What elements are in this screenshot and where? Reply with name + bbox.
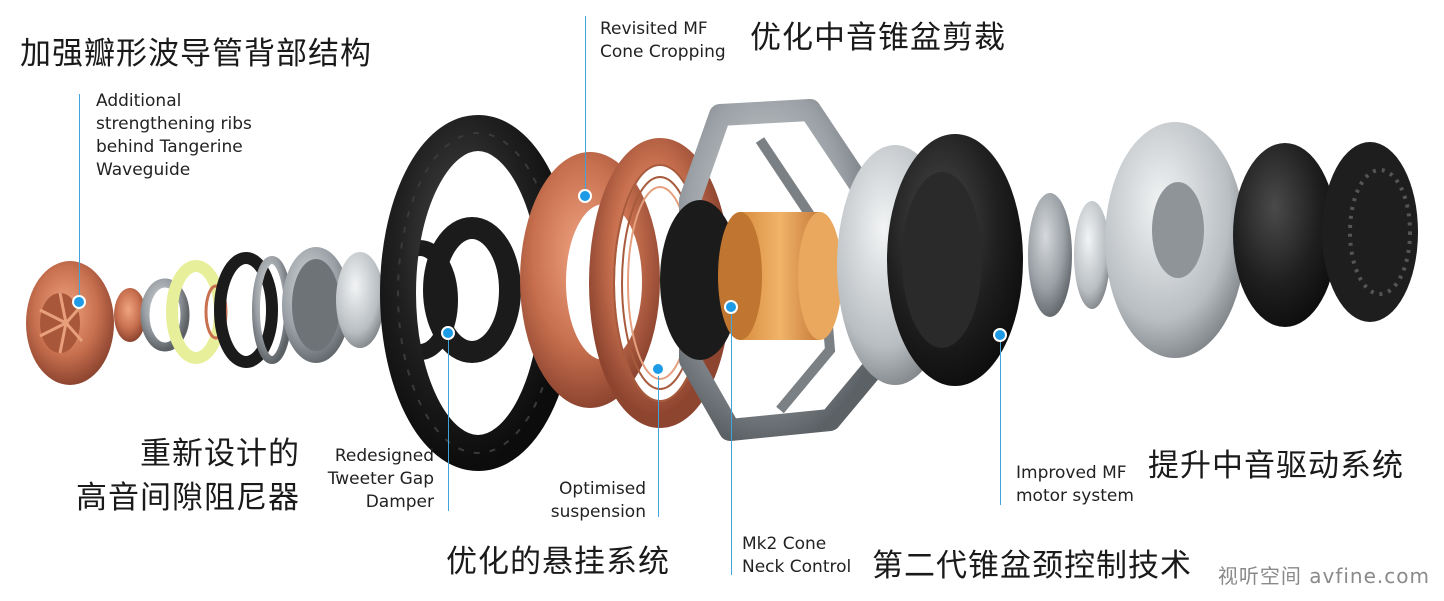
voice-coil bbox=[660, 200, 842, 360]
label-cone-zh: 优化中音锥盆剪裁 bbox=[750, 20, 1006, 56]
tweeter-dome bbox=[114, 288, 146, 342]
leader-motor bbox=[1000, 335, 1001, 505]
tweeter-rings bbox=[140, 247, 384, 368]
tangerine-waveguide bbox=[26, 261, 114, 385]
leader-suspension bbox=[658, 369, 659, 517]
leader-neck bbox=[731, 307, 732, 575]
marker-cone bbox=[578, 189, 592, 203]
leader-ribs bbox=[79, 94, 80, 302]
leader-cone bbox=[585, 16, 586, 196]
label-motor-en: Improved MF motor system bbox=[1016, 463, 1134, 506]
marker-motor bbox=[993, 328, 1007, 342]
label-cone-en: Revisited MF Cone Cropping bbox=[600, 19, 726, 62]
label-suspension-en: Optimised suspension bbox=[550, 479, 646, 522]
label-neck-zh: 第二代锥盆颈控制技术 bbox=[872, 548, 1192, 584]
label-ribs-zh: 加强瓣形波导管背部结构 bbox=[20, 36, 372, 72]
leader-damper bbox=[448, 333, 449, 511]
rear-vent-cap bbox=[1233, 142, 1418, 327]
motor-core bbox=[1028, 193, 1110, 317]
label-damper-zh: 重新设计的 高音间隙阻尼器 bbox=[76, 436, 300, 516]
label-motor-zh: 提升中音驱动系统 bbox=[1148, 448, 1404, 484]
label-ribs-en: Additional strengthening ribs behind Tan… bbox=[96, 91, 252, 180]
label-damper-en: Redesigned Tweeter Gap Damper bbox=[327, 446, 434, 512]
marker-ribs bbox=[72, 295, 86, 309]
rear-plate bbox=[1105, 122, 1245, 358]
label-neck-en: Mk2 Cone Neck Control bbox=[742, 534, 852, 577]
marker-suspension bbox=[651, 362, 665, 376]
mf-motor-magnet bbox=[887, 134, 1023, 386]
watermark: 视听空间 avfine.com bbox=[1217, 564, 1430, 588]
label-suspension-zh: 优化的悬挂系统 bbox=[446, 544, 670, 580]
marker-neck bbox=[724, 300, 738, 314]
marker-damper bbox=[441, 326, 455, 340]
